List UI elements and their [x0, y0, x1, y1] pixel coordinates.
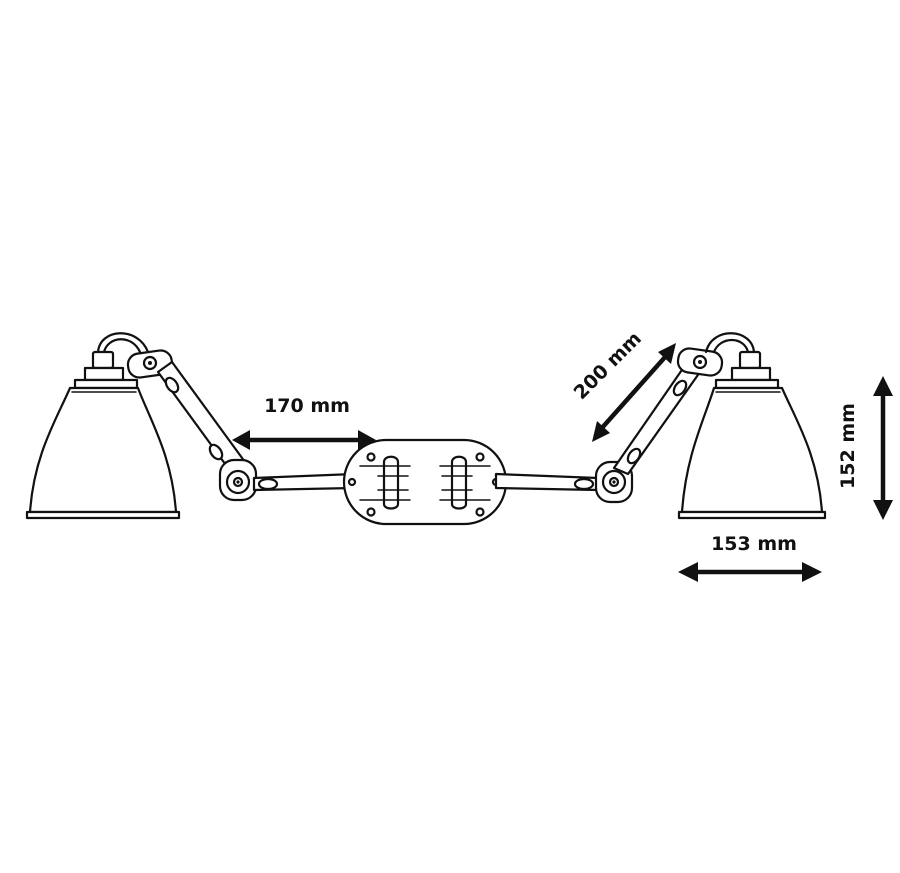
dim-arrow-head: [592, 421, 610, 442]
right-socket-ring: [714, 378, 780, 390]
left-cable-loop: [96, 332, 150, 354]
right-shade: [680, 386, 824, 514]
screw-hole: [475, 507, 485, 517]
dim-label-arm-length: 170 mm: [264, 395, 350, 417]
right-clamp: [450, 455, 468, 510]
dimension-shade-height: 152 mm: [837, 376, 893, 520]
dim-label-shade-height: 152 mm: [837, 403, 859, 489]
left-socket-cap: [91, 350, 115, 370]
right-socket-cap: [738, 350, 762, 370]
left-shade-rim: [25, 510, 181, 520]
dimension-shade-width: 153 mm: [678, 533, 822, 582]
dim-arrow-head: [873, 376, 893, 396]
screw-hole: [366, 452, 376, 462]
dim-arrow-head: [232, 430, 250, 450]
dim-label-shade-width: 153 mm: [711, 533, 797, 555]
screw-hole: [475, 452, 485, 462]
dim-arrow-head: [658, 343, 676, 364]
screw-hole: [366, 507, 376, 517]
right-socket-body: [730, 366, 772, 382]
screw-hole: [347, 477, 357, 487]
right-cable-loop: [704, 332, 756, 354]
left-lamp: [25, 332, 356, 520]
dim-arrow-head: [678, 562, 698, 582]
dim-arrow-head: [358, 430, 376, 450]
dim-arrow-line: [599, 354, 668, 431]
dimension-arm-length: 170 mm: [232, 395, 376, 450]
dim-arrow-head: [802, 562, 822, 582]
right-shade-rim: [677, 510, 827, 520]
left-socket-ring: [73, 378, 139, 390]
left-clamp: [382, 455, 400, 510]
left-shade: [28, 386, 178, 514]
left-socket-body: [83, 366, 125, 382]
right-lamp: [494, 332, 827, 520]
wall-plate: [342, 438, 508, 526]
dim-arrow-head: [873, 500, 893, 520]
